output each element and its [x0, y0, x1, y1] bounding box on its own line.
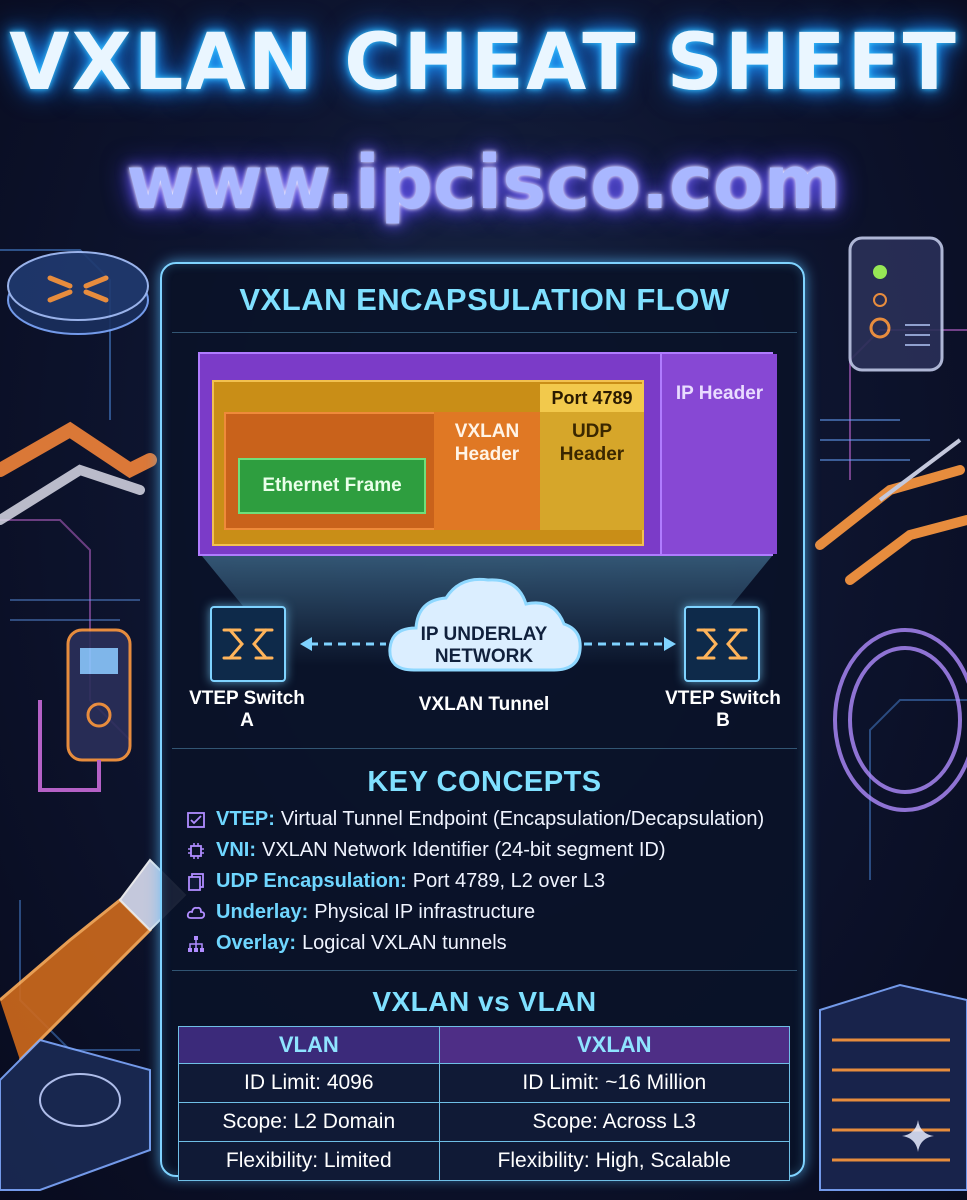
comparison-table: VLAN VXLAN ID Limit: 4096 ID Limit: ~16 … — [178, 1026, 791, 1181]
router-icon — [7, 251, 149, 335]
cable-tester-icon — [38, 628, 132, 792]
comparison-title: VXLAN vs VLAN — [372, 986, 597, 1017]
concept-desc: Logical VXLAN tunnels — [302, 932, 507, 954]
table-cell: Flexibility: Limited — [178, 1141, 440, 1181]
table-header-row: VLAN VXLAN — [178, 1026, 791, 1064]
list-item: Underlay: Physical IP infrastructure — [186, 897, 801, 928]
concept-term: Underlay: — [216, 901, 309, 923]
concept-desc: Port 4789, L2 over L3 — [412, 870, 606, 892]
table-row: Scope: L2 Domain Scope: Across L3 — [178, 1102, 791, 1142]
cloud-icon — [186, 906, 206, 919]
underlay-cloud-label: IP UNDERLAY NETWORK — [420, 624, 548, 667]
section-divider — [172, 332, 797, 333]
concept-term: VNI: — [216, 839, 256, 861]
vtep-switch-b — [684, 606, 760, 682]
list-item: Overlay: Logical VXLAN tunnels — [186, 928, 801, 959]
table-cell: Scope: Across L3 — [438, 1102, 791, 1142]
udp-header-label-area: UDP Header — [540, 412, 644, 530]
ethernet-frame-block: Ethernet Frame — [238, 458, 426, 514]
switch-arrows-icon — [222, 628, 274, 660]
table-cell: Flexibility: High, Scalable — [438, 1141, 791, 1181]
ip-header-label-area: IP Header — [660, 354, 777, 554]
list-item: UDP Encapsulation: Port 4789, L2 over L3 — [186, 866, 801, 897]
hierarchy-icon — [188, 935, 204, 952]
vxlan-header-label-area: VXLAN Header — [434, 412, 540, 530]
server-rack-icon — [819, 983, 967, 1191]
page-title: VXLAN CHEAT SHEET — [9, 18, 958, 108]
key-concepts-list: VTEP: Virtual Tunnel Endpoint (Encapsula… — [186, 804, 801, 959]
tunnel-arrow-right — [584, 637, 676, 651]
vxlan-header-label: VXLAN Header — [454, 421, 520, 465]
checklist-icon — [187, 811, 205, 828]
switch-arrows-icon — [696, 628, 748, 660]
table-row: ID Limit: 4096 ID Limit: ~16 Million — [178, 1063, 791, 1103]
document-stack-icon — [188, 872, 204, 891]
coax-connector-icon — [815, 438, 967, 585]
vtep-switch-a — [210, 606, 286, 682]
table-cell: ID Limit: 4096 — [178, 1063, 440, 1103]
network-switch-icon — [0, 1038, 151, 1191]
concept-term: VTEP: — [216, 808, 275, 830]
vtep-switch-b-label: VTEP Switch B — [665, 688, 781, 731]
list-item: VNI: VXLAN Network Identifier (24-bit se… — [186, 835, 801, 866]
list-item: VTEP: Virtual Tunnel Endpoint (Encapsula… — [186, 804, 801, 835]
concept-desc: Virtual Tunnel Endpoint (Encapsulation/D… — [280, 808, 765, 830]
ethernet-plug-icon — [0, 858, 187, 1062]
ip-header-label: IP Header — [675, 383, 764, 404]
table-cell: Scope: L2 Domain — [178, 1102, 440, 1142]
encapsulation-title: VXLAN ENCAPSULATION FLOW — [239, 282, 730, 317]
column-header-vlan: VLAN — [178, 1026, 440, 1064]
concept-term: Overlay: — [216, 932, 297, 954]
udp-header-label: UDP Header — [559, 421, 625, 465]
section-divider — [172, 970, 797, 971]
cloud-icon — [388, 577, 582, 672]
coiled-cable-icon — [833, 628, 967, 812]
cheat-sheet-panel: VXLAN ENCAPSULATION FLOW IP Header Port … — [160, 262, 805, 1181]
chip-icon — [188, 842, 204, 859]
vxlan-tunnel-label: VXLAN Tunnel — [418, 694, 550, 715]
key-concepts-title: KEY CONCEPTS — [367, 766, 602, 798]
sparkle-icon — [902, 1120, 934, 1152]
section-divider — [172, 748, 797, 749]
table-row: Flexibility: Limited Flexibility: High, … — [178, 1141, 791, 1181]
site-url[interactable]: www.ipcisco.com — [126, 140, 841, 226]
concept-term: UDP Encapsulation: — [216, 870, 407, 892]
concept-desc: Physical IP infrastructure — [314, 901, 536, 923]
vtep-switch-a-label: VTEP Switch A — [189, 688, 305, 731]
table-cell: ID Limit: ~16 Million — [438, 1063, 791, 1103]
column-header-vxlan: VXLAN — [438, 1026, 791, 1064]
concept-desc: VXLAN Network Identifier (24-bit segment… — [262, 839, 666, 861]
crimping-tool-icon — [0, 421, 157, 525]
port-label: Port 4789 — [540, 384, 644, 412]
network-meter-icon — [848, 236, 944, 372]
tunnel-arrow-left — [300, 637, 386, 651]
